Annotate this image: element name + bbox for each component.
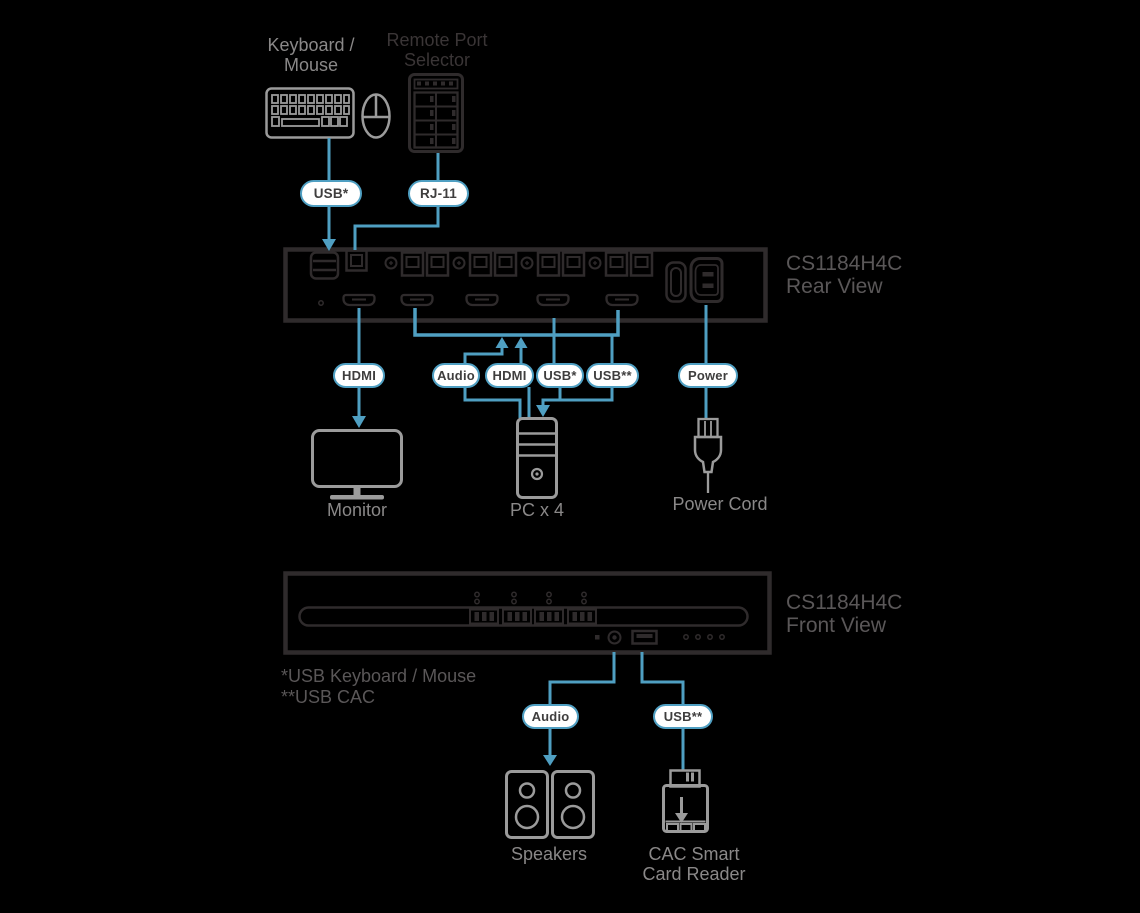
- rear-panel: [283, 247, 768, 323]
- audio-pc-tag: Audio: [432, 363, 480, 388]
- remote-port-selector-icon: [408, 73, 464, 153]
- keyboard-icon: [265, 87, 355, 139]
- ac-inlet: [689, 257, 724, 303]
- kvm-port-group: [520, 251, 586, 277]
- audio-down-line: [463, 387, 522, 418]
- hdmi-port: [465, 293, 499, 307]
- arrow-into-pc: [536, 405, 550, 417]
- usb-cac-pc-tag: USB**: [586, 363, 639, 388]
- usb-pc-tag: USB*: [536, 363, 584, 388]
- hdmi-pc-tag: HDMI: [485, 363, 534, 388]
- audio-up-line: [463, 348, 504, 363]
- front-slot: [298, 606, 749, 627]
- remote-port-selector-label: Remote Port Selector: [386, 30, 488, 70]
- pc-label: PC x 4: [509, 500, 565, 520]
- footnotes: *USB Keyboard / Mouse **USB CAC: [281, 666, 476, 707]
- kvm-port-group: [452, 251, 518, 277]
- power-switch: [665, 261, 687, 303]
- front-usb-line: [640, 652, 685, 770]
- mouse-icon: [361, 93, 391, 139]
- front-audio-line: [548, 652, 616, 756]
- dc-jack: [318, 300, 324, 306]
- hdmi-port: [400, 293, 434, 307]
- front-audio-jack: [607, 630, 622, 645]
- kvm-port-group: [384, 251, 450, 277]
- hdmi-bus-line: [413, 308, 620, 337]
- usb-cac-front-tag: USB**: [653, 704, 713, 729]
- monitor-label: Monitor: [326, 500, 388, 520]
- connector-arrowheads: [322, 239, 557, 766]
- hdmi-port: [536, 293, 570, 307]
- hdmi-port: [342, 293, 376, 307]
- rj11-tag: RJ-11: [408, 180, 469, 207]
- hdmi-port: [605, 293, 639, 307]
- port-select-leds: [474, 591, 587, 605]
- speakers-label: Speakers: [510, 844, 588, 864]
- front-view-title: CS1184H4C Front View: [786, 591, 903, 637]
- speakers-icon: [505, 770, 595, 839]
- footnote-usb-cac: **USB CAC: [281, 686, 376, 707]
- pc-tower-icon: [516, 417, 558, 499]
- rj11-port: [345, 249, 368, 272]
- console-usb-ports-icon: [309, 251, 340, 280]
- arrow-to-monitor: [352, 416, 366, 428]
- arrow-hdmi-up: [514, 337, 528, 348]
- hdmi-monitor-tag: HDMI: [333, 363, 385, 388]
- power-cord-label: Power Cord: [672, 494, 768, 514]
- front-panel: [283, 571, 772, 655]
- port-select-buttons: [469, 608, 597, 625]
- front-usb-port: [631, 629, 658, 645]
- keyboard-mouse-label: Keyboard / Mouse: [267, 35, 355, 75]
- monitor-icon: [311, 429, 403, 500]
- arrow-audio-up: [495, 337, 509, 348]
- power-plug-icon: [693, 417, 723, 493]
- cac-smart-card-reader-icon: [662, 769, 709, 833]
- arrow-into-rear-usb: [322, 239, 336, 251]
- kvm-port-group: [588, 251, 654, 277]
- audio-front-tag: Audio: [522, 704, 579, 729]
- usb-keyboard-tag: USB*: [300, 180, 362, 207]
- cac-reader-label: CAC Smart Card Reader: [642, 844, 746, 884]
- usb-down-line: [541, 387, 614, 406]
- arrow-to-speakers: [543, 755, 557, 766]
- rear-view-title: CS1184H4C Rear View: [786, 252, 903, 298]
- status-leds: [683, 634, 725, 640]
- power-tag: Power: [678, 363, 738, 388]
- footnote-usb-keyboard: *USB Keyboard / Mouse: [281, 666, 477, 686]
